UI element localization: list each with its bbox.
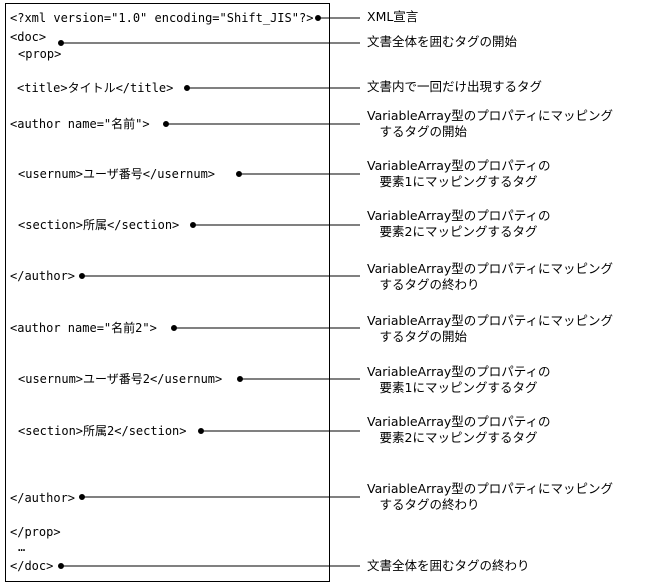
connector-dot (198, 428, 204, 434)
code-author1-close: </author> (10, 269, 76, 283)
code-author1-open: <author name="名前"> (10, 117, 150, 131)
connector-dot (58, 40, 64, 46)
connector-dot (79, 494, 85, 500)
annotation-usernum2: VariableArray型のプロパティの 要素1にマッピングするタグ (367, 364, 551, 395)
connector-dot (315, 15, 321, 21)
code-usernum1: <usernum>ユーザ番号</usernum> (18, 167, 216, 181)
connector-dot (184, 85, 190, 91)
code-prop-open: <prop> (18, 47, 62, 61)
connector-dot (163, 121, 169, 127)
annotation-author1-close: VariableArray型のプロパティにマッピング するタグの終わり (367, 261, 614, 292)
code-doc-open: <doc> (10, 30, 47, 44)
annotation-author2-open: VariableArray型のプロパティにマッピング するタグの開始 (367, 313, 614, 344)
code-ellipsis: … (18, 540, 26, 554)
code-xml-declaration: <?xml version="1.0" encoding="Shift_JIS"… (10, 11, 314, 25)
annotation-usernum1: VariableArray型のプロパティの 要素1にマッピングするタグ (367, 158, 551, 189)
connector-dot (171, 325, 177, 331)
code-usernum2: <usernum>ユーザ番号2</usernum> (18, 372, 223, 386)
code-section2: <section>所属2</section> (18, 424, 187, 438)
code-author2-open: <author name="名前2"> (10, 321, 157, 335)
annotation-section1: VariableArray型のプロパティの 要素2にマッピングするタグ (367, 208, 551, 239)
xml-code-box (5, 3, 330, 582)
annotation-title: 文書内で一回だけ出現するタグ (367, 79, 543, 94)
annotation-section2: VariableArray型のプロパティの 要素2にマッピングするタグ (367, 414, 551, 445)
code-doc-close: </doc> (10, 559, 54, 573)
connector-dot (79, 273, 85, 279)
code-prop-close: </prop> (10, 525, 61, 539)
connector-dot (58, 563, 64, 569)
annotation-doc-open: 文書全体を囲むタグの開始 (367, 34, 518, 49)
code-section1: <section>所属</section> (18, 218, 180, 232)
annotation-author2-close: VariableArray型のプロパティにマッピング するタグの終わり (367, 481, 614, 512)
code-title: <title>タイトル</title> (17, 81, 174, 95)
annotation-doc-close: 文書全体を囲むタグの終わり (367, 558, 530, 573)
connector-dot (237, 376, 243, 382)
connector-dot (236, 171, 242, 177)
connector-dot (190, 222, 196, 228)
annotation-xml-declaration: XML宣言 (367, 9, 419, 24)
code-author2-close: </author> (10, 491, 76, 505)
annotation-author1-open: VariableArray型のプロパティにマッピング するタグの開始 (367, 108, 614, 139)
